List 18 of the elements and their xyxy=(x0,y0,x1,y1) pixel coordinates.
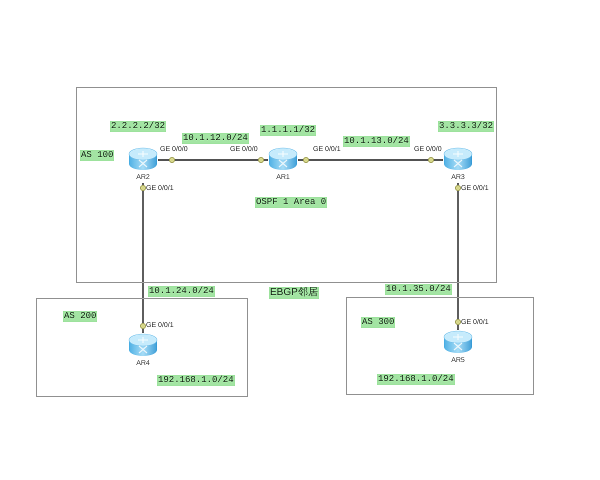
ospf-area-label: OSPF 1 Area 0 xyxy=(255,197,328,208)
as-number-label: AS 100 xyxy=(80,150,114,161)
subnet-label: 10.1.35.0/24 xyxy=(385,284,452,295)
ip-address-label: 2.2.2.2/32 xyxy=(110,121,166,132)
subnet-label: 10.1.13.0/24 xyxy=(343,136,410,147)
ip-address-label: 3.3.3.3/32 xyxy=(438,121,494,132)
link-line xyxy=(457,183,459,330)
link-line xyxy=(298,159,443,161)
link-line xyxy=(158,159,268,161)
ip-address-label: 192.168.1.0/24 xyxy=(157,375,235,386)
bgp-peer-label: EBGP邻居 xyxy=(269,287,319,299)
subnet-label: 10.1.24.0/24 xyxy=(148,286,215,297)
ip-address-label: 1.1.1.1/32 xyxy=(260,125,316,136)
subnet-label: 10.1.12.0/24 xyxy=(182,133,249,144)
ip-address-label: 192.168.1.0/24 xyxy=(377,374,455,385)
as-number-label: AS 200 xyxy=(63,311,98,322)
link-line xyxy=(142,183,144,333)
as-number-label: AS 300 xyxy=(361,317,396,328)
